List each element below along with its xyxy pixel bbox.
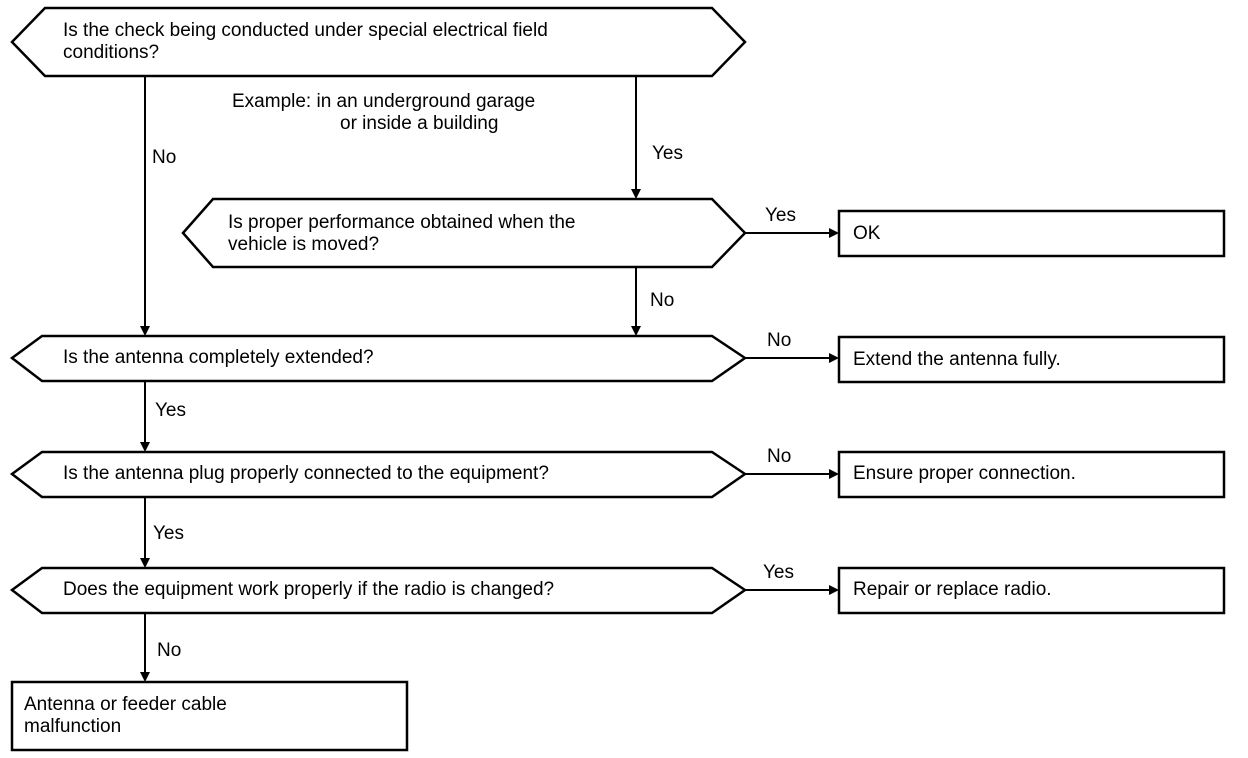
result-radio-box	[837, 566, 1226, 615]
edge-label-q4-no: No	[767, 446, 792, 467]
edge-label-q3-no: No	[767, 330, 792, 351]
decision-q4-text: Is the antenna plug properly connected t…	[63, 463, 549, 484]
result-ok-box	[837, 209, 1226, 258]
result-extend-box	[837, 335, 1226, 384]
arrowhead-q3-yes	[140, 442, 150, 452]
result-connection-box	[837, 450, 1226, 499]
decision-q1-line1: Is the check being conducted under speci…	[63, 20, 548, 41]
decision-q1-line2: conditions?	[63, 42, 160, 63]
edge-label-q4-yes: Yes	[153, 523, 184, 544]
arrowhead-q1-no	[140, 326, 150, 336]
decision-q3-text: Is the antenna completely extended?	[63, 347, 374, 368]
arrowhead-q1-yes	[631, 189, 641, 199]
arrowhead-q2-yes	[829, 228, 839, 238]
arrowhead-q5-no	[140, 672, 150, 682]
note-line2: or inside a building	[340, 113, 499, 134]
edge-label-q5-yes: Yes	[763, 562, 794, 583]
result-malfunction-line2: malfunction	[24, 716, 122, 737]
edge-label-q1-no: No	[152, 147, 177, 168]
edge-label-q3-yes: Yes	[155, 400, 186, 421]
decision-q2-line1: Is proper performance obtained when the	[228, 212, 576, 233]
edge-label-q2-yes: Yes	[765, 205, 796, 226]
arrowhead-q3-no	[829, 353, 839, 363]
edge-label-q5-no: No	[157, 640, 182, 661]
result-malfunction-line1: Antenna or feeder cable	[24, 694, 227, 715]
result-radio-text: Repair or replace radio.	[853, 579, 1052, 600]
arrowhead-q4-no	[829, 469, 839, 479]
edge-label-q2-no: No	[650, 290, 675, 311]
result-extend-text: Extend the antenna fully.	[853, 349, 1061, 370]
decision-q1-shape	[10, 6, 747, 78]
decision-q2-line2: vehicle is moved?	[228, 234, 380, 255]
result-ok-text: OK	[853, 223, 881, 244]
arrowhead-q4-yes	[140, 558, 150, 568]
note-line1: Example: in an underground garage	[232, 91, 536, 112]
decision-q5-text: Does the equipment work properly if the …	[63, 579, 555, 600]
edge-label-q1-yes: Yes	[652, 143, 683, 164]
result-connection-text: Ensure proper connection.	[853, 463, 1076, 484]
arrowhead-q5-yes	[829, 585, 839, 595]
arrowhead-q2-no	[631, 326, 641, 336]
result-malfunction-box	[10, 680, 409, 752]
